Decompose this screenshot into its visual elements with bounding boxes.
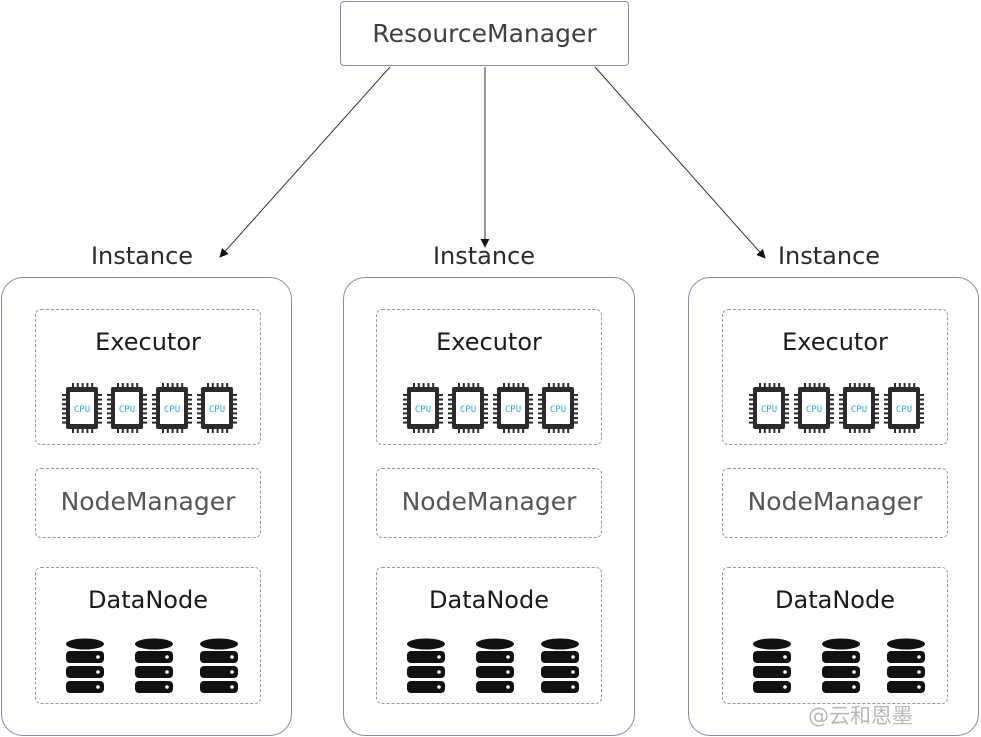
instance-box-1: Executor CPU CPU CPU CPU NodeManager Dat… bbox=[1, 277, 292, 736]
database-icon bbox=[406, 638, 446, 694]
svg-text:CPU: CPU bbox=[505, 405, 521, 415]
cpu-group: CPU CPU CPU CPU bbox=[62, 383, 242, 433]
cpu-chip-icon: CPU bbox=[794, 383, 834, 433]
resource-manager-label: ResourceManager bbox=[372, 19, 597, 48]
cpu-chip-icon: CPU bbox=[493, 383, 533, 433]
cpu-chip-icon: CPU bbox=[749, 383, 789, 433]
svg-text:CPU: CPU bbox=[761, 405, 777, 415]
executor-title: Executor bbox=[95, 328, 201, 356]
data-node-title: DataNode bbox=[88, 586, 208, 614]
cpu-chip-icon: CPU bbox=[62, 383, 102, 433]
svg-text:CPU: CPU bbox=[851, 405, 867, 415]
data-node-box: DataNode bbox=[722, 567, 948, 704]
database-icon bbox=[475, 638, 515, 694]
svg-text:CPU: CPU bbox=[74, 405, 90, 415]
database-icon bbox=[752, 638, 792, 694]
cpu-chip-icon: CPU bbox=[884, 383, 924, 433]
executor-box: Executor CPU CPU CPU CPU bbox=[35, 309, 261, 445]
cpu-chip-icon: CPU bbox=[197, 383, 237, 433]
cpu-group: CPU CPU CPU CPU bbox=[749, 383, 929, 433]
data-node-title: DataNode bbox=[429, 586, 549, 614]
instance-label-3: Instance bbox=[777, 242, 881, 270]
data-node-box: DataNode bbox=[376, 567, 602, 704]
node-manager-box: NodeManager bbox=[376, 468, 602, 538]
instance-box-2: Executor CPU CPU CPU CPU NodeManager Dat… bbox=[343, 277, 635, 736]
node-manager-title: NodeManager bbox=[60, 487, 236, 516]
node-manager-box: NodeManager bbox=[35, 468, 261, 538]
watermark: @云和恩墨 bbox=[808, 704, 913, 728]
executor-box: Executor CPU CPU CPU CPU bbox=[722, 309, 948, 445]
cpu-chip-icon: CPU bbox=[403, 383, 443, 433]
database-icon bbox=[886, 638, 926, 694]
executor-box: Executor CPU CPU CPU CPU bbox=[376, 309, 602, 445]
arrow-to-instance-1 bbox=[219, 66, 391, 258]
data-node-title: DataNode bbox=[775, 586, 895, 614]
database-group bbox=[403, 638, 583, 698]
svg-text:CPU: CPU bbox=[806, 405, 822, 415]
instance-label-2: Instance bbox=[432, 242, 536, 270]
cpu-chip-icon: CPU bbox=[152, 383, 192, 433]
svg-text:CPU: CPU bbox=[415, 405, 431, 415]
svg-text:CPU: CPU bbox=[119, 405, 135, 415]
database-group bbox=[749, 638, 929, 698]
instance-label-1: Instance bbox=[90, 242, 194, 270]
cpu-chip-icon: CPU bbox=[839, 383, 879, 433]
database-group bbox=[62, 638, 242, 698]
resource-manager-box: ResourceManager bbox=[340, 1, 629, 66]
node-manager-box: NodeManager bbox=[722, 468, 948, 538]
executor-title: Executor bbox=[436, 328, 542, 356]
svg-text:CPU: CPU bbox=[460, 405, 476, 415]
node-manager-title: NodeManager bbox=[401, 487, 577, 516]
database-icon bbox=[821, 638, 861, 694]
cpu-chip-icon: CPU bbox=[107, 383, 147, 433]
data-node-box: DataNode bbox=[35, 567, 261, 704]
svg-text:CPU: CPU bbox=[896, 405, 912, 415]
database-icon bbox=[134, 638, 174, 694]
arrow-to-instance-3 bbox=[594, 66, 766, 259]
cpu-chip-icon: CPU bbox=[538, 383, 578, 433]
database-icon bbox=[540, 638, 580, 694]
instance-box-3: Executor CPU CPU CPU CPU NodeManager Dat… bbox=[688, 277, 979, 736]
svg-text:CPU: CPU bbox=[550, 405, 566, 415]
cpu-group: CPU CPU CPU CPU bbox=[403, 383, 583, 433]
database-icon bbox=[65, 638, 105, 694]
cpu-chip-icon: CPU bbox=[448, 383, 488, 433]
executor-title: Executor bbox=[782, 328, 888, 356]
database-icon bbox=[199, 638, 239, 694]
node-manager-title: NodeManager bbox=[747, 487, 923, 516]
svg-text:CPU: CPU bbox=[164, 405, 180, 415]
svg-text:CPU: CPU bbox=[209, 405, 225, 415]
